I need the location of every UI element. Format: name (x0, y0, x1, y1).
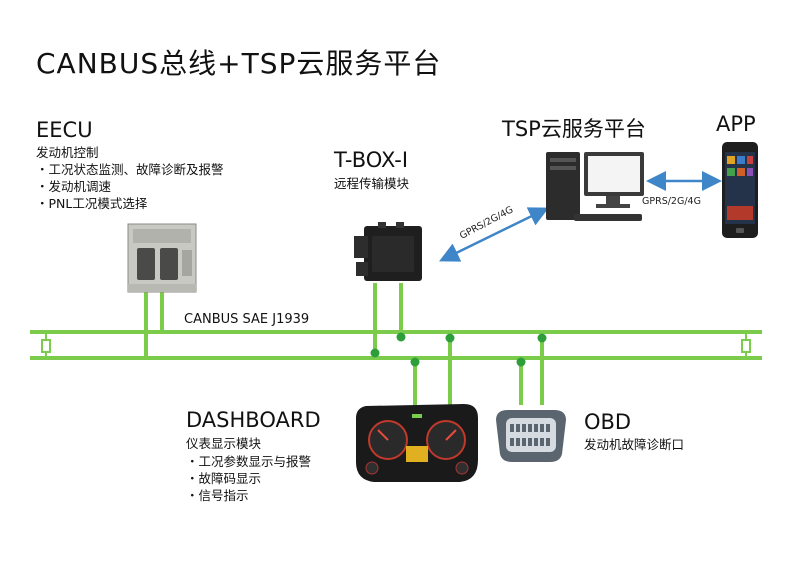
terminator-left (41, 332, 51, 358)
terminator-right (741, 332, 751, 358)
obd-desc: 发动机故障诊断口 (584, 437, 685, 452)
drop-lines (144, 283, 544, 405)
app-label: APP (716, 112, 756, 136)
diagram-title: CANBUS总线+TSP云服务平台 (36, 47, 442, 80)
obd-connector-icon (496, 410, 566, 462)
dashboard-label: DASHBOARD (186, 408, 321, 432)
tsp-app-link-label: GPRS/2G/4G (642, 196, 701, 207)
eecu-desc: 发动机控制 (36, 145, 99, 160)
obd-label: OBD (584, 410, 632, 434)
instrument-cluster-icon (356, 404, 478, 482)
dashboard-desc: 仪表显示模块 (186, 436, 262, 451)
eecu-feature-list: ・工况状态监测、故障诊断及报警 ・发动机调速 ・PNL工况模式选择 (36, 161, 224, 212)
eecu-feature-item: ・发动机调速 (36, 179, 112, 194)
ecu-module-icon (127, 223, 197, 293)
dashboard-feature-item: ・信号指示 (186, 488, 249, 503)
dashboard-feature-item: ・故障码显示 (186, 471, 262, 486)
eecu-feature-item: ・工况状态监测、故障诊断及报警 (36, 162, 224, 177)
can-bus (30, 330, 762, 360)
tbox-tsp-arrow (439, 207, 549, 262)
tsp-label: TSP云服务平台 (502, 117, 646, 141)
dashboard-feature-list: ・工况参数显示与报警 ・故障码显示 ・信号指示 (186, 453, 311, 504)
canbus-label: CANBUS SAE J1939 (184, 312, 310, 327)
junction-nodes (370, 332, 547, 367)
tbox-desc: 远程传输模块 (334, 176, 410, 191)
tbox-device-icon (354, 222, 422, 281)
smartphone-icon (722, 142, 758, 238)
desktop-computer-icon (546, 152, 644, 221)
dashboard-feature-item: ・工况参数显示与报警 (186, 454, 312, 469)
tbox-label: T-BOX-Ⅰ (334, 148, 409, 172)
eecu-feature-item: ・PNL工况模式选择 (36, 196, 148, 211)
eecu-label: EECU (36, 118, 93, 142)
